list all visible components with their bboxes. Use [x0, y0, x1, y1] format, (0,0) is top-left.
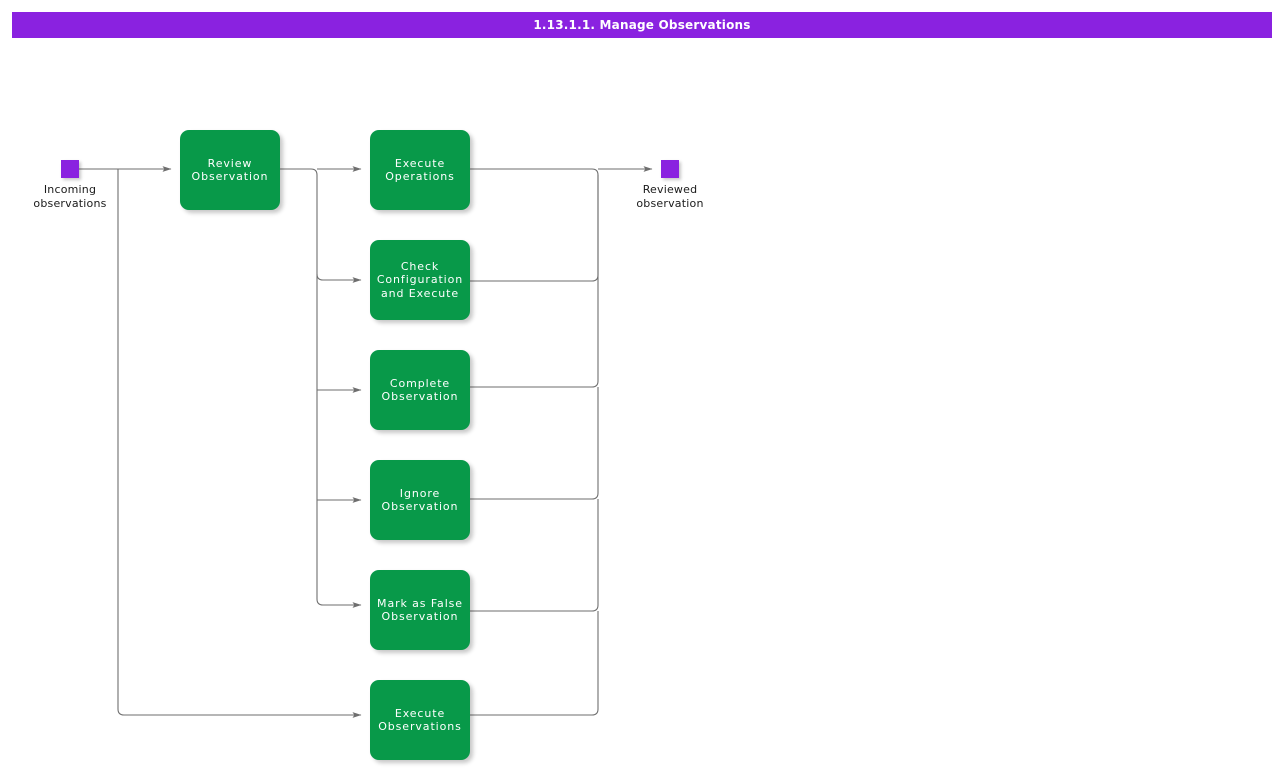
node-review-observation[interactable]: Review Observation [180, 130, 280, 210]
node-execute-observations-label: Execute Observations [378, 706, 462, 734]
node-ignore-observation[interactable]: Ignore Observation [370, 460, 470, 540]
edge-complete-observation-to-merge [470, 175, 599, 388]
terminal-incoming-observations-label: Incoming observations [33, 183, 107, 210]
terminal-reviewed-observation-label: Reviewed observation [636, 183, 704, 210]
edge-review-bus [280, 168, 362, 608]
node-mark-as-false-observation[interactable]: Mark as False Observation [370, 570, 470, 650]
edge-execute-observations-to-merge [470, 611, 599, 716]
edge-review-to-check-configuration [316, 273, 362, 283]
node-execute-observations[interactable]: Execute Observations [370, 680, 470, 760]
node-review-observation-label: Review Observation [191, 156, 269, 184]
edge-start-to-execute-observations [117, 169, 362, 718]
node-complete-observation-label: Complete Observation [381, 376, 459, 404]
node-execute-operations[interactable]: Execute Operations [370, 130, 470, 210]
node-check-configuration-and-execute[interactable]: Check Configuration and Execute [370, 240, 470, 320]
node-mark-as-false-observation-label: Mark as False Observation [377, 596, 463, 624]
node-complete-observation[interactable]: Complete Observation [370, 350, 470, 430]
edge-mark-as-false-to-merge [470, 499, 599, 612]
edge-ignore-observation-to-merge [470, 387, 599, 500]
node-check-configuration-and-execute-label: Check Configuration and Execute [376, 259, 464, 300]
page-title: 1.13.1.1. Manage Observations [533, 18, 751, 32]
node-ignore-observation-label: Ignore Observation [381, 486, 459, 514]
terminal-reviewed-observation[interactable] [661, 160, 679, 178]
edge-check-configuration-to-merge [470, 168, 599, 282]
terminal-incoming-observations[interactable] [61, 160, 79, 178]
title-bar: 1.13.1.1. Manage Observations [12, 12, 1272, 38]
node-execute-operations-label: Execute Operations [385, 156, 455, 184]
